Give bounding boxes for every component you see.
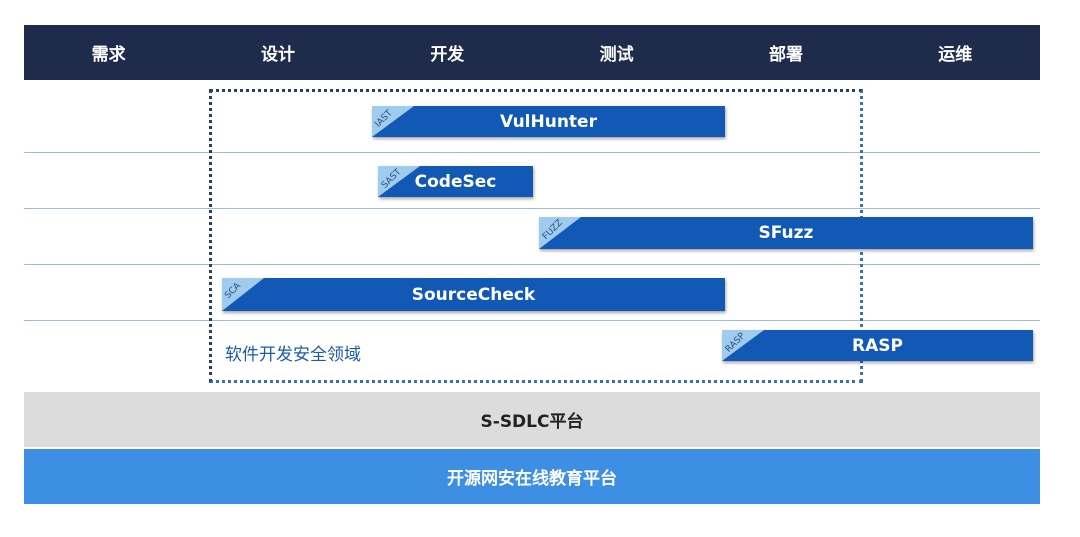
row-divider <box>24 320 1040 321</box>
phase-requirements: 需求 <box>91 45 126 65</box>
phase-design: 设计 <box>260 45 295 65</box>
tool-name: RASP <box>852 335 903 356</box>
phase-development: 开发 <box>430 45 465 65</box>
row-divider <box>24 152 1040 153</box>
phase-testing: 测试 <box>599 45 634 65</box>
row-divider <box>24 208 1040 209</box>
tool-bar-sfuzz: FUZZ SFuzz <box>539 217 1033 249</box>
phase-deployment: 部署 <box>768 45 803 65</box>
tool-bar-sourcecheck: SCA SourceCheck <box>222 278 725 311</box>
tool-name: SourceCheck <box>411 284 536 305</box>
tool-bar-vulhunter: IAST VulHunter <box>372 106 725 137</box>
row-divider <box>24 264 1040 265</box>
tool-name: CodeSec <box>414 171 497 192</box>
tool-bar-codesec: SAST CodeSec <box>378 166 533 197</box>
tool-name: VulHunter <box>500 111 597 132</box>
phase-operations: 运维 <box>938 45 973 65</box>
domain-label: 软件开发安全领域 <box>225 345 361 365</box>
phase-header: 需求 设计 开发 测试 部署 运维 <box>24 25 1040 80</box>
tool-bar-rasp: RASP RASP <box>722 330 1033 361</box>
education-platform: 开源网安在线教育平台 <box>24 449 1040 504</box>
s-sdlc-platform: S-SDLC平台 <box>24 392 1040 447</box>
tool-name: SFuzz <box>758 223 814 243</box>
